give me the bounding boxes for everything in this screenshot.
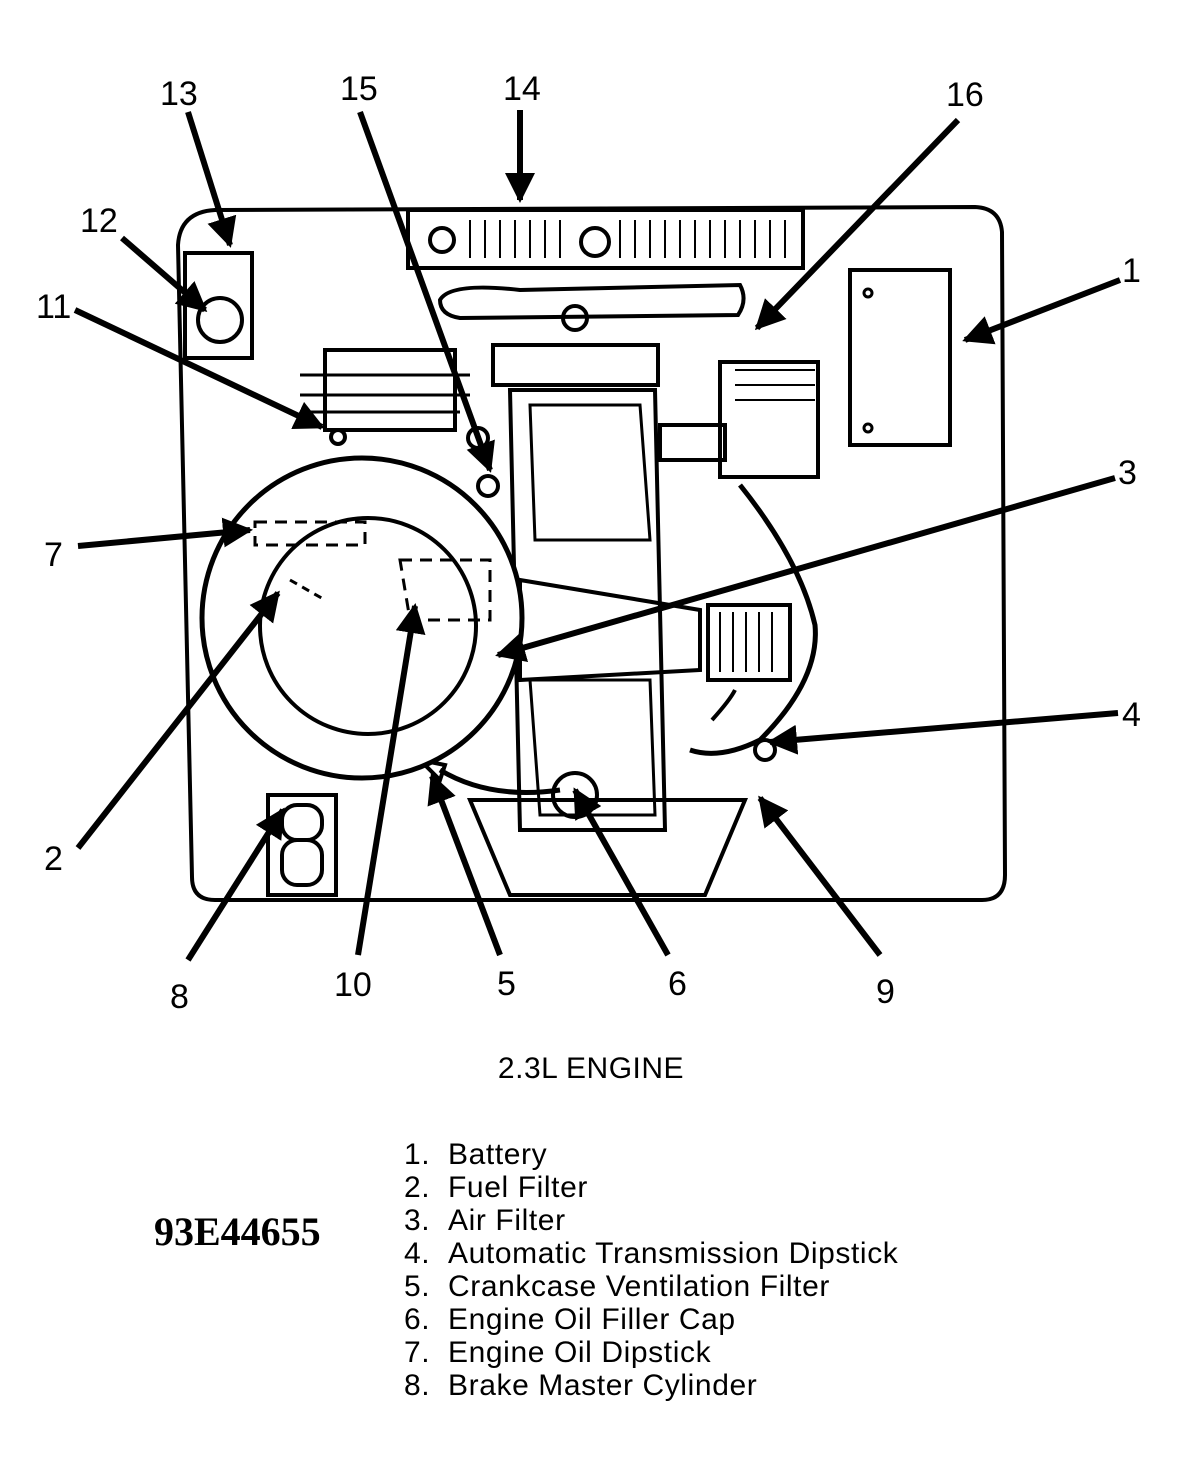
callout-3: 3 [1118, 454, 1137, 492]
engine-compartment-diagram: 1 2 3 4 5 6 7 8 9 10 11 12 13 14 15 16 [36, 70, 1141, 1016]
compartment-outline [175, 204, 1008, 902]
alternator [658, 360, 820, 479]
trans-dipstick-tube [689, 483, 818, 756]
callout-1: 1 [1122, 252, 1141, 290]
legend-item: 4. Automatic Transmission Dipstick [404, 1237, 898, 1270]
callout-6: 6 [668, 965, 687, 1003]
intake-duct [518, 577, 792, 683]
legend-list: 1. Battery 2. Fuel Filter 3. Air Filter 4. A… [404, 1138, 898, 1402]
legend-item: 2. Fuel Filter [404, 1171, 898, 1204]
legend-item: 6. Engine Oil Filler Cap [404, 1303, 898, 1336]
legend-label: Brake Master Cylinder [448, 1369, 758, 1402]
callout-10: 10 [334, 966, 372, 1004]
callout-16: 16 [946, 76, 984, 114]
callout-14: 14 [503, 70, 541, 108]
legend-label: Engine Oil Filler Cap [448, 1303, 736, 1336]
legend-label: Automatic Transmission Dipstick [448, 1237, 899, 1270]
engine-block [300, 343, 668, 832]
legend-item: 5. Crankcase Ventilation Filter [404, 1270, 898, 1303]
callout-4: 4 [1122, 696, 1141, 734]
legend-number: 7. [404, 1336, 431, 1369]
callout-15: 15 [340, 70, 378, 108]
legend-item: 7. Engine Oil Dipstick [404, 1336, 898, 1369]
oil-pan [466, 798, 749, 897]
callout-11: 11 [36, 288, 71, 326]
figure-caption: 2.3L ENGINE [497, 1052, 685, 1085]
legend-label: Crankcase Ventilation Filter [448, 1270, 830, 1303]
legend-item: 3. Air Filter [404, 1204, 898, 1237]
figure-code: 93E44655 [154, 1209, 321, 1254]
washer-reservoir [183, 251, 254, 360]
legend-number: 5. [404, 1270, 431, 1303]
callout-5: 5 [497, 965, 516, 1003]
legend-item: 1. Battery [404, 1138, 898, 1171]
air-cleaner [199, 455, 525, 781]
callout-2: 2 [44, 840, 63, 878]
callout-13: 13 [160, 75, 198, 113]
legend-number: 3. [404, 1204, 431, 1237]
legend-label: Battery [448, 1138, 548, 1171]
legend-number: 6. [404, 1303, 431, 1336]
radiator-support [406, 208, 805, 270]
legend-item: 8. Brake Master Cylinder [404, 1369, 898, 1402]
brake-master-cylinder [266, 793, 338, 897]
battery [848, 268, 952, 447]
callout-8: 8 [170, 978, 189, 1016]
legend-number: 1. [404, 1138, 431, 1171]
callout-12: 12 [80, 202, 118, 240]
callout-numbers: 1 2 3 4 5 6 7 8 9 10 11 12 13 14 15 16 [36, 70, 1141, 1016]
leader-arrows [73, 110, 1122, 962]
callout-7: 7 [44, 536, 63, 574]
legend-number: 4. [404, 1237, 431, 1270]
legend-number: 2. [404, 1171, 431, 1204]
upper-hose [437, 282, 746, 321]
legend-label: Engine Oil Dipstick [448, 1336, 712, 1369]
legend-number: 8. [404, 1369, 431, 1402]
legend-label: Fuel Filter [448, 1171, 588, 1204]
callout-9: 9 [876, 973, 895, 1011]
legend-label: Air Filter [448, 1204, 566, 1237]
